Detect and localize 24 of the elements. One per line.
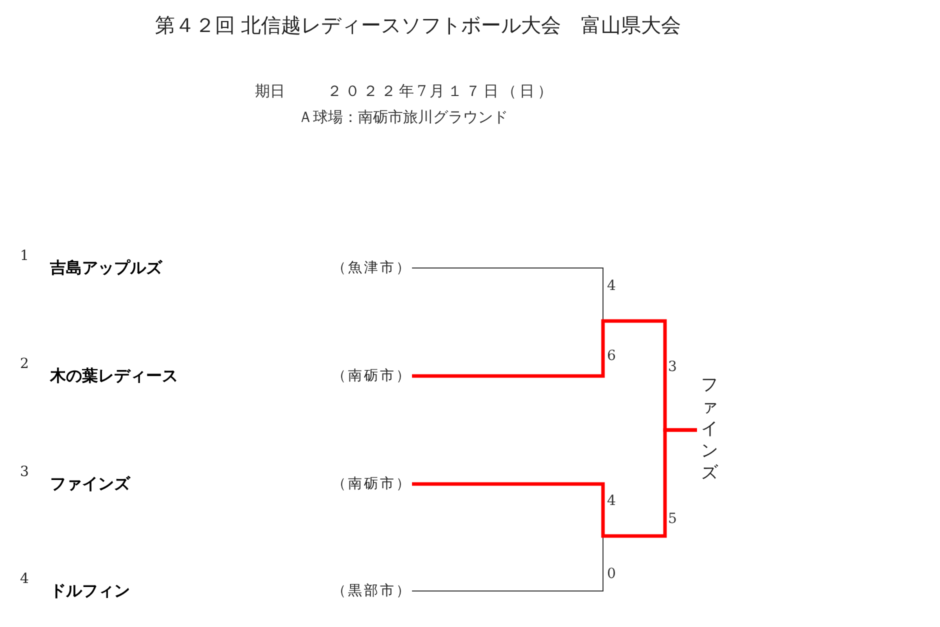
city-name: （魚津市） [332,259,412,277]
team-name: 吉島アップルズ [50,258,162,278]
score: 4 [607,278,616,294]
team-name: ファインズ [50,474,130,494]
score: 6 [607,348,616,364]
score: 3 [668,359,677,375]
title: 第４２回 北信越レディースソフトボール大会 富山県大会 [154,12,682,39]
score: 4 [607,493,616,509]
venue-text: Ａ球場：南砺市旅川グラウンド [298,108,508,127]
date-text: ２０２２年7月１７日（日） [327,82,556,101]
city-name: （南砺市） [332,475,412,493]
seed-number: 2 [20,356,29,372]
team-name: ドルフィン [50,580,130,602]
score: 5 [668,511,677,527]
team-name: 木の葉レディース [50,366,178,386]
winner-name: ファインズ [697,374,721,486]
bracket-line [412,428,697,538]
seed-number: 3 [20,464,29,480]
seed-number: 1 [20,248,29,264]
date-label: 期日 [255,82,285,101]
city-name: （黒部市） [332,582,412,600]
score: 0 [607,566,616,582]
seed-number: 4 [20,571,29,587]
city-name: （南砺市） [332,367,412,385]
